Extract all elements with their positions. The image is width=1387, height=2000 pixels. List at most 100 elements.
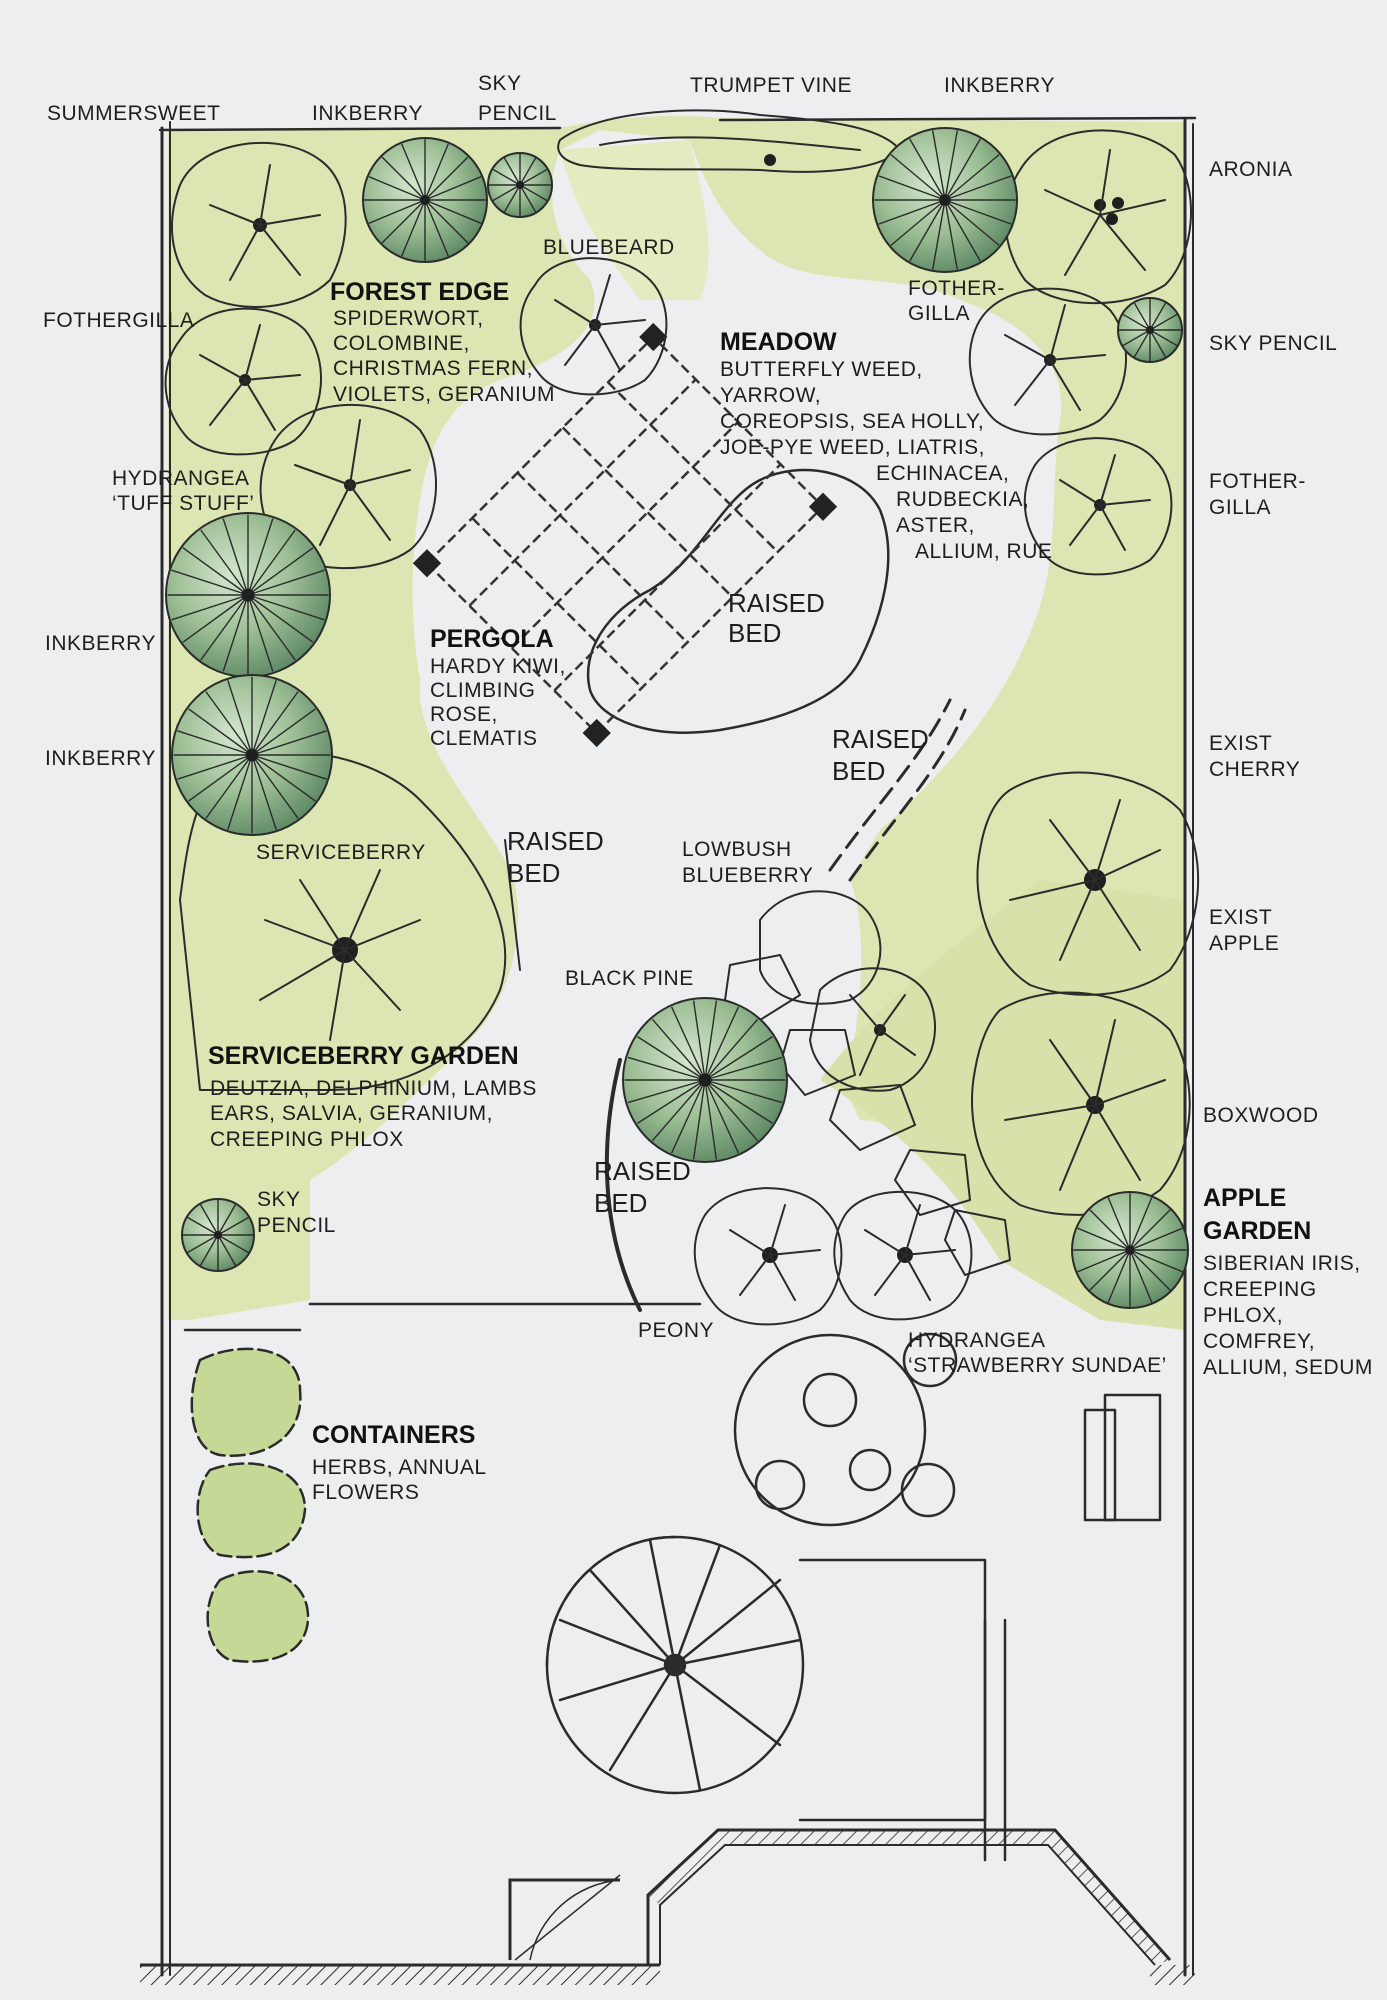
- label-exist-apple-2: APPLE: [1209, 932, 1279, 955]
- meadow-line-3: COREOPSIS, SEA HOLLY,: [720, 410, 984, 433]
- apple-garden-title-2: GARDEN: [1203, 1217, 1311, 1245]
- central-lawn: [310, 330, 1000, 1320]
- label-fothergilla-top-right-1: FOTHER-: [908, 277, 1005, 300]
- cherry-tree: [976, 771, 1200, 996]
- label-sky-pencil-low-1: SKY: [257, 1188, 301, 1211]
- summersweet-shrub: [171, 141, 347, 308]
- black-pine-symbol: [622, 997, 788, 1163]
- house: [140, 1828, 1195, 1985]
- forest-edge-line-4: VIOLETS, GERANIUM: [333, 383, 555, 406]
- forest-edge-title: FOREST EDGE: [330, 278, 509, 306]
- label-serviceberry: SERVICEBERRY: [256, 841, 426, 864]
- raised-bed-labels: RAISED BED RAISED BED RAISED BED RAISED …: [507, 588, 929, 1218]
- meadow-line-8: ALLIUM, RUE: [915, 540, 1052, 563]
- zone-pergola: PERGOLA HARDY KIWI, CLIMBING ROSE, CLEMA…: [430, 625, 566, 750]
- evergreens: [165, 127, 1189, 1309]
- deck: [798, 1558, 1007, 1862]
- label-sky-pencil-top-1: SKY: [478, 72, 522, 95]
- apple-garden-line-1: SIBERIAN IRIS,: [1203, 1252, 1361, 1275]
- pergola-line-1: HARDY KIWI,: [430, 655, 566, 678]
- forest-edge-line-2: COLOMBINE,: [333, 332, 470, 355]
- property-boundary: [158, 116, 1197, 1977]
- label-exist-cherry-1: EXIST: [1209, 732, 1272, 755]
- label-hydrangea-tuff-1: HYDRANGEA: [112, 467, 250, 490]
- containers-title: CONTAINERS: [312, 1421, 475, 1449]
- label-sky-pencil-low-2: PENCIL: [257, 1214, 336, 1237]
- label-boxwood: BOXWOOD: [1203, 1104, 1319, 1127]
- label-pergola-bed-1: RAISED: [728, 588, 825, 618]
- meadow-line-4: JOE-PYE WEED, LIATRIS,: [720, 436, 985, 459]
- serviceberry-garden-line-2: EARS, SALVIA, GERANIUM,: [210, 1102, 493, 1125]
- label-hydrangea-sundae-2: ‘STRAWBERRY SUNDAE’: [908, 1354, 1167, 1377]
- label-inkberry-left-2: INKBERRY: [45, 747, 156, 770]
- serviceberry-garden-title: SERVICEBERRY GARDEN: [208, 1042, 519, 1070]
- hydrangea-strawberry-sundae-shrubs: [693, 1187, 973, 1326]
- label-lowbush-1: LOWBUSH: [682, 838, 792, 861]
- sky-pencil-low-symbol: [181, 1198, 255, 1272]
- meadow-line-2: YARROW,: [720, 384, 821, 407]
- label-exist-apple-1: EXIST: [1209, 906, 1272, 929]
- label-pergola-bed-2: BED: [728, 618, 781, 648]
- black-pine-cluster: [759, 890, 936, 1092]
- trumpet-vine: [557, 109, 901, 173]
- plant-labels: SUMMERSWEET INKBERRY SKY PENCIL TRUMPET …: [43, 72, 1337, 1377]
- fothergilla-shrub-left: [164, 307, 322, 456]
- forest-edge-line-1: SPIDERWORT,: [333, 307, 484, 330]
- zone-apple-garden: APPLE GARDEN SIBERIAN IRIS, CREEPING PHL…: [1203, 1184, 1372, 1379]
- label-inkberry-left-1: INKBERRY: [45, 632, 156, 655]
- zone-serviceberry-garden: SERVICEBERRY GARDEN DEUTZIA, DELPHINIUM,…: [208, 1042, 537, 1151]
- label-right-bed-2: BED: [832, 756, 885, 786]
- forest-edge-line-3: CHRISTMAS FERN,: [333, 357, 533, 380]
- label-trumpet-vine: TRUMPET VINE: [690, 74, 852, 97]
- containers-pots: [190, 1347, 310, 1663]
- label-sky-pencil-top-2: PENCIL: [478, 102, 557, 125]
- inkberry-top-left-symbol: [362, 137, 488, 263]
- raised-bed-outlines: [179, 468, 967, 1312]
- label-black-pine: BLACK PINE: [565, 967, 694, 990]
- label-service-bed-2: BED: [507, 858, 560, 888]
- inkberry-top-right-symbol: [872, 127, 1018, 273]
- meadow-title: MEADOW: [720, 328, 837, 356]
- fothergilla-shrub-top-right: [968, 287, 1127, 436]
- label-bluebeard: BLUEBEARD: [543, 236, 675, 259]
- inkberry-left-2-symbol: [171, 674, 333, 836]
- shrubs: [164, 109, 1192, 1326]
- zone-meadow: MEADOW BUTTERFLY WEED, YARROW, COREOPSIS…: [720, 328, 1052, 563]
- containers-line-2: FLOWERS: [312, 1481, 419, 1504]
- large-trees: [259, 771, 1200, 1216]
- label-exist-cherry-2: CHERRY: [1209, 758, 1300, 781]
- zone-forest-edge: FOREST EDGE SPIDERWORT, COLOMBINE, CHRIS…: [330, 278, 555, 406]
- label-service-bed-1: RAISED: [507, 826, 604, 856]
- label-right-bed-1: RAISED: [832, 724, 929, 754]
- apple-garden-line-3: PHLOX,: [1203, 1304, 1283, 1327]
- apple-garden-line-2: CREEPING: [1203, 1278, 1317, 1301]
- aronia-shrub: [1004, 129, 1192, 305]
- boxwood-symbol: [1071, 1191, 1189, 1309]
- label-lowbush-2: BLUEBERRY: [682, 864, 813, 887]
- pergola-title: PERGOLA: [430, 625, 554, 653]
- meadow-line-1: BUTTERFLY WEED,: [720, 358, 923, 381]
- bluebeard-shrub: [519, 257, 668, 396]
- apple-garden-title-1: APPLE: [1203, 1184, 1286, 1212]
- label-pine-bed-1: RAISED: [594, 1156, 691, 1186]
- label-pine-bed-2: BED: [594, 1188, 647, 1218]
- pergola-line-3: ROSE,: [430, 703, 498, 726]
- serviceberry-garden-line-3: CREEPING PHLOX: [210, 1128, 404, 1151]
- serviceberry-garden-line-1: DEUTZIA, DELPHINIUM, LAMBS: [210, 1077, 537, 1100]
- zone-containers: CONTAINERS HERBS, ANNUAL FLOWERS: [312, 1421, 487, 1504]
- sky-pencil-right-symbol: [1117, 297, 1183, 363]
- patio-table: [733, 1332, 958, 1527]
- pergola-line-4: CLEMATIS: [430, 727, 537, 750]
- label-fothergilla-right-1: FOTHER-: [1209, 470, 1306, 493]
- label-hydrangea-tuff-2: ‘TUFF STUFF’: [112, 492, 254, 515]
- label-sky-pencil-right: SKY PENCIL: [1209, 332, 1337, 355]
- label-aronia: ARONIA: [1209, 158, 1293, 181]
- label-fothergilla-top-right-2: GILLA: [908, 302, 970, 325]
- containers-line-1: HERBS, ANNUAL: [312, 1456, 487, 1479]
- label-inkberry-top-left: INKBERRY: [312, 102, 423, 125]
- fothergilla-shrub-right: [1023, 437, 1173, 576]
- patio-bench: [1083, 1393, 1162, 1522]
- apple-garden-line-4: COMFREY,: [1203, 1330, 1315, 1353]
- spiral-stair: [545, 1535, 805, 1795]
